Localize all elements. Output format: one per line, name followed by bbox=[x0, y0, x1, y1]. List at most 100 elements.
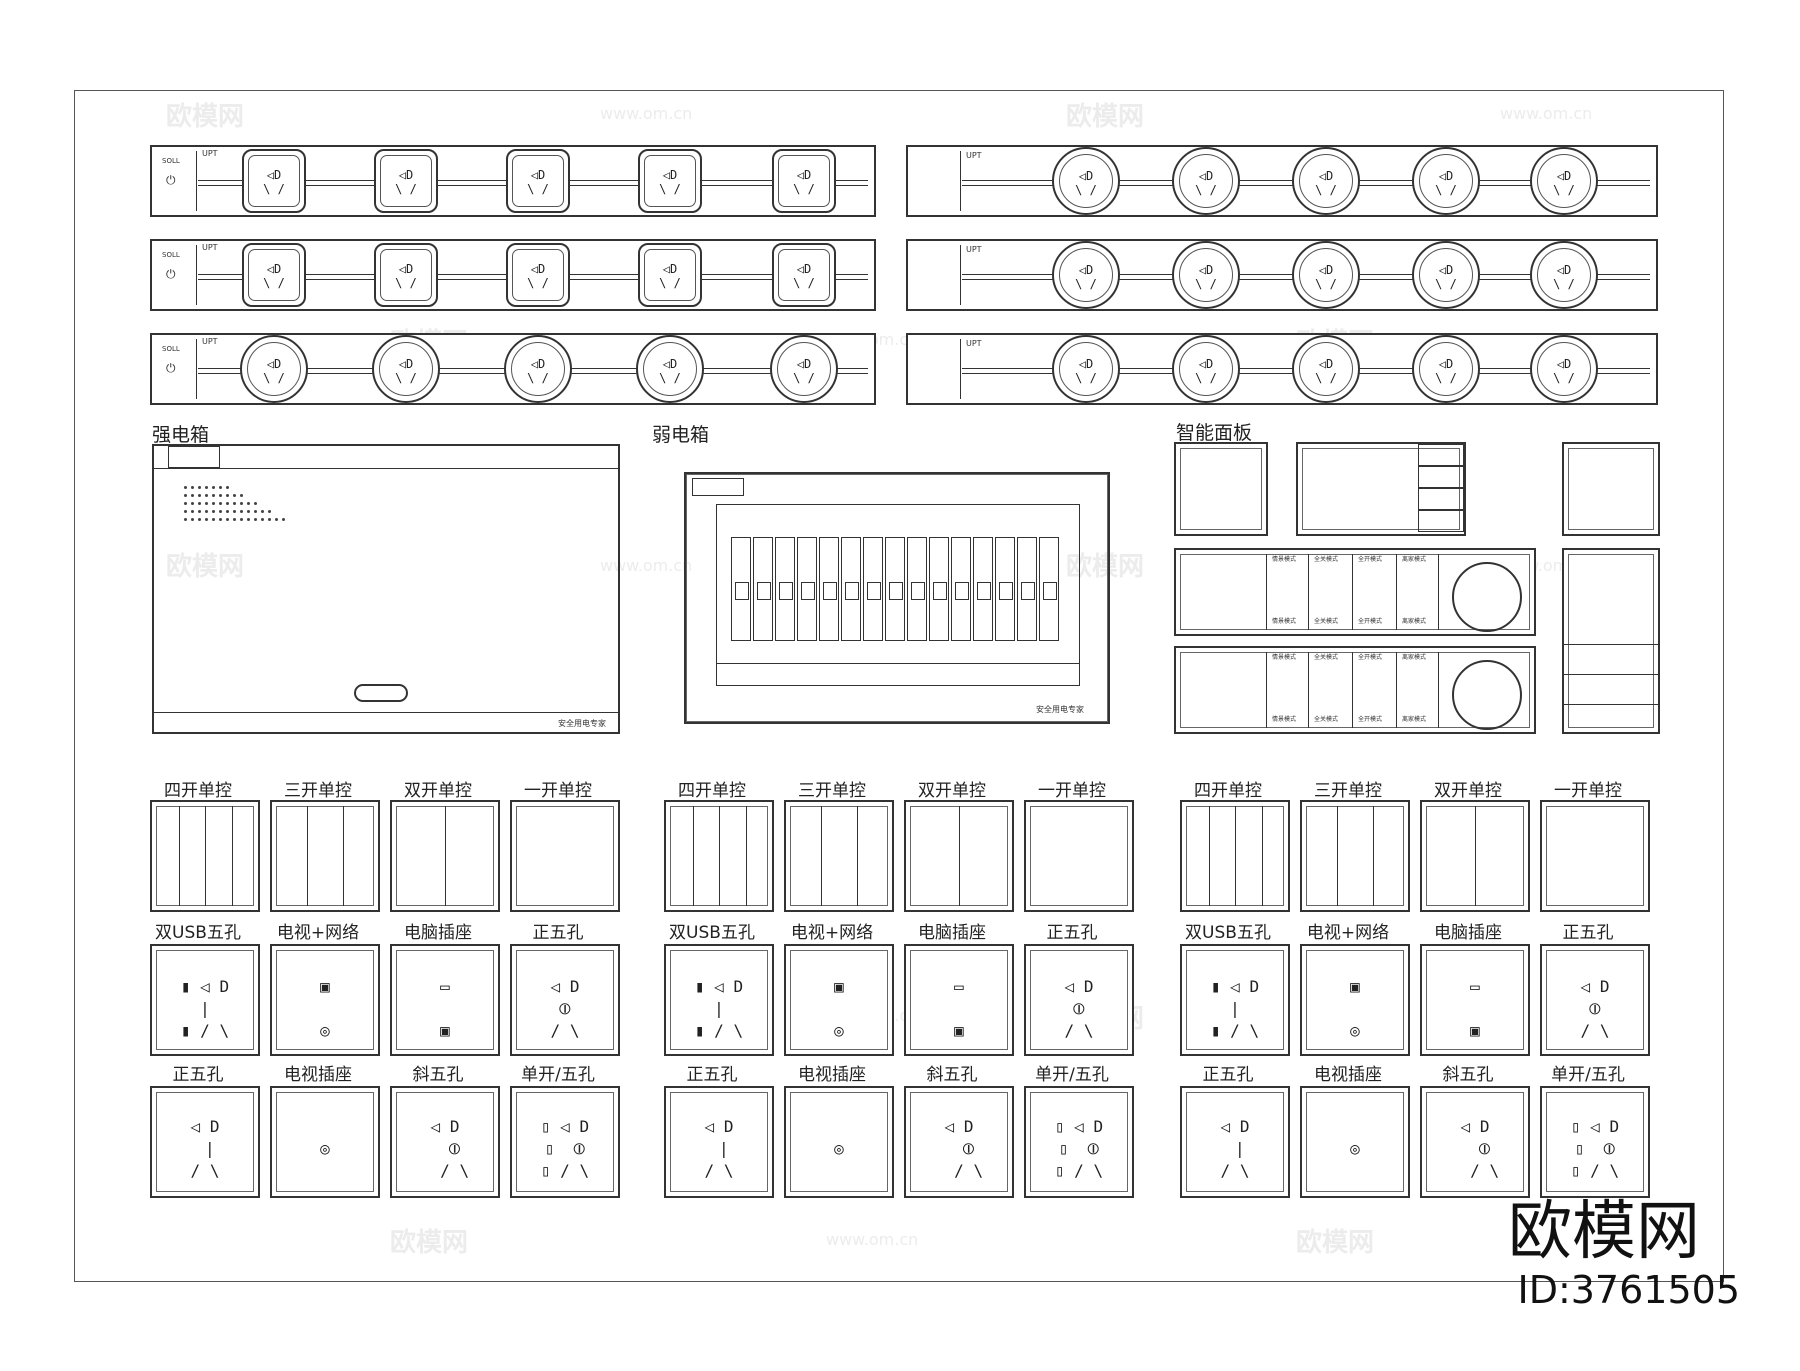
outlet-socket[interactable]: ◁D \ / bbox=[636, 335, 704, 403]
wall-socket[interactable]: ▭ ▣ bbox=[390, 944, 500, 1056]
breaker-toggle[interactable] bbox=[999, 582, 1013, 600]
wall-switch-2-gang[interactable] bbox=[1420, 800, 1530, 912]
smart-panel-key[interactable] bbox=[1418, 488, 1464, 510]
wall-switch-2-gang[interactable] bbox=[904, 800, 1014, 912]
outlet-socket[interactable]: ◁D \ / bbox=[1052, 241, 1120, 309]
breaker-switch[interactable] bbox=[885, 537, 905, 641]
outlet-socket[interactable]: ◁D \ / bbox=[770, 335, 838, 403]
breaker-toggle[interactable] bbox=[933, 582, 947, 600]
outlet-socket[interactable]: ◁D \ / bbox=[1412, 147, 1480, 215]
wall-socket[interactable]: ◁ D | / \ bbox=[150, 1086, 260, 1198]
wall-switch-3-gang[interactable] bbox=[784, 800, 894, 912]
outlet-socket[interactable]: ◁D \ / bbox=[374, 149, 438, 213]
breaker-toggle[interactable] bbox=[977, 582, 991, 600]
breaker-switch[interactable] bbox=[775, 537, 795, 641]
outlet-socket[interactable]: ◁D \ / bbox=[240, 335, 308, 403]
outlet-socket[interactable]: ◁D \ / bbox=[242, 149, 306, 213]
breaker-toggle[interactable] bbox=[889, 582, 903, 600]
breaker-switch[interactable] bbox=[863, 537, 883, 641]
wall-switch-3-gang[interactable] bbox=[270, 800, 380, 912]
outlet-socket[interactable]: ◁D \ / bbox=[1172, 147, 1240, 215]
outlet-socket[interactable]: ◁D \ / bbox=[1172, 241, 1240, 309]
breaker-switch[interactable] bbox=[819, 537, 839, 641]
wall-socket[interactable]: ◁ D ⦶ / \ bbox=[1420, 1086, 1530, 1198]
breaker-toggle[interactable] bbox=[1043, 582, 1057, 600]
breaker-switch[interactable] bbox=[929, 537, 949, 641]
outlet-socket[interactable]: ◁D \ / bbox=[372, 335, 440, 403]
outlet-socket[interactable]: ◁D \ / bbox=[638, 243, 702, 307]
outlet-socket[interactable]: ◁D \ / bbox=[1292, 241, 1360, 309]
outlet-socket[interactable]: ◁D \ / bbox=[504, 335, 572, 403]
outlet-socket[interactable]: ◁D \ / bbox=[1292, 147, 1360, 215]
breaker-toggle[interactable] bbox=[757, 582, 771, 600]
smart-panel-tall[interactable] bbox=[1562, 548, 1660, 734]
power-button-icon[interactable]: ⏻ bbox=[166, 361, 176, 375]
breaker-toggle[interactable] bbox=[823, 582, 837, 600]
breaker-switch[interactable] bbox=[973, 537, 993, 641]
wall-socket[interactable]: ◁ D | / \ bbox=[664, 1086, 774, 1198]
outlet-socket[interactable]: ◁D \ / bbox=[1052, 147, 1120, 215]
breaker-toggle[interactable] bbox=[867, 582, 881, 600]
outlet-socket[interactable]: ◁D \ / bbox=[1292, 335, 1360, 403]
wall-socket[interactable]: ▮ ◁ D | ▮ / \ bbox=[150, 944, 260, 1056]
outlet-socket[interactable]: ◁D \ / bbox=[772, 149, 836, 213]
wall-switch-4-gang[interactable] bbox=[1180, 800, 1290, 912]
smart-knob[interactable] bbox=[1452, 660, 1522, 730]
wall-socket[interactable]: ▮ ◁ D | ▮ / \ bbox=[664, 944, 774, 1056]
smart-panel-key[interactable] bbox=[1418, 444, 1464, 466]
smart-scene-panel-1[interactable]: 情景模式情景模式全关模式全关模式全开模式全开模式离家模式离家模式 bbox=[1174, 548, 1536, 636]
outlet-socket[interactable]: ◁D \ / bbox=[772, 243, 836, 307]
breaker-switch[interactable] bbox=[797, 537, 817, 641]
smart-scene-panel-2[interactable]: 情景模式情景模式全关模式全关模式全开模式全开模式离家模式离家模式 bbox=[1174, 646, 1536, 734]
breaker-toggle[interactable] bbox=[845, 582, 859, 600]
wall-switch-3-gang[interactable] bbox=[1300, 800, 1410, 912]
wall-socket[interactable]: ▯ ◁ D ▯ ⦶ ▯ / \ bbox=[1540, 1086, 1650, 1198]
breaker-switch[interactable] bbox=[753, 537, 773, 641]
outlet-socket[interactable]: ◁D \ / bbox=[242, 243, 306, 307]
smart-panel-key[interactable] bbox=[1418, 510, 1464, 532]
wall-socket[interactable]: ◁ D ⦶ / \ bbox=[904, 1086, 1014, 1198]
wall-socket[interactable]: ▣ ◎ bbox=[270, 944, 380, 1056]
smart-knob[interactable] bbox=[1452, 562, 1522, 632]
wall-socket[interactable]: ▯ ◁ D ▯ ⦶ ▯ / \ bbox=[1024, 1086, 1134, 1198]
power-button-icon[interactable]: ⏻ bbox=[166, 267, 176, 281]
wall-switch-4-gang[interactable] bbox=[150, 800, 260, 912]
wall-socket[interactable]: ◎ bbox=[784, 1086, 894, 1198]
wall-socket[interactable]: ◁ D | / \ bbox=[1180, 1086, 1290, 1198]
breaker-toggle[interactable] bbox=[801, 582, 815, 600]
outlet-socket[interactable]: ◁D \ / bbox=[1530, 147, 1598, 215]
wall-socket[interactable]: ▮ ◁ D | ▮ / \ bbox=[1180, 944, 1290, 1056]
breaker-switch[interactable] bbox=[951, 537, 971, 641]
wall-switch-2-gang[interactable] bbox=[390, 800, 500, 912]
breaker-switch[interactable] bbox=[1017, 537, 1037, 641]
wall-switch-1-gang[interactable] bbox=[1540, 800, 1650, 912]
wall-socket[interactable]: ▭ ▣ bbox=[904, 944, 1014, 1056]
breaker-switch[interactable] bbox=[1039, 537, 1059, 641]
outlet-socket[interactable]: ◁D \ / bbox=[1052, 335, 1120, 403]
breaker-switch[interactable] bbox=[995, 537, 1015, 641]
outlet-socket[interactable]: ◁D \ / bbox=[1172, 335, 1240, 403]
breaker-toggle[interactable] bbox=[955, 582, 969, 600]
door-handle[interactable] bbox=[354, 684, 408, 702]
power-button-icon[interactable]: ⏻ bbox=[166, 173, 176, 187]
breaker-toggle[interactable] bbox=[735, 582, 749, 600]
wall-socket[interactable]: ◁ D ⦶ / \ bbox=[510, 944, 620, 1056]
smart-panel-screen[interactable] bbox=[1296, 442, 1466, 536]
wall-socket[interactable]: ◁ D ⦶ / \ bbox=[390, 1086, 500, 1198]
wall-switch-1-gang[interactable] bbox=[1024, 800, 1134, 912]
breaker-switch[interactable] bbox=[907, 537, 927, 641]
wall-socket[interactable]: ◎ bbox=[270, 1086, 380, 1198]
smart-panel-blank[interactable] bbox=[1174, 442, 1268, 536]
wall-socket[interactable]: ▣ ◎ bbox=[784, 944, 894, 1056]
breaker-toggle[interactable] bbox=[1021, 582, 1035, 600]
outlet-socket[interactable]: ◁D \ / bbox=[638, 149, 702, 213]
breaker-toggle[interactable] bbox=[911, 582, 925, 600]
smart-panel-key[interactable] bbox=[1418, 466, 1464, 488]
outlet-socket[interactable]: ◁D \ / bbox=[374, 243, 438, 307]
outlet-socket[interactable]: ◁D \ / bbox=[1530, 335, 1598, 403]
wall-switch-1-gang[interactable] bbox=[510, 800, 620, 912]
wall-socket[interactable]: ◁ D ⦶ / \ bbox=[1024, 944, 1134, 1056]
wall-socket[interactable]: ◎ bbox=[1300, 1086, 1410, 1198]
wall-socket[interactable]: ▭ ▣ bbox=[1420, 944, 1530, 1056]
breaker-switch[interactable] bbox=[731, 537, 751, 641]
